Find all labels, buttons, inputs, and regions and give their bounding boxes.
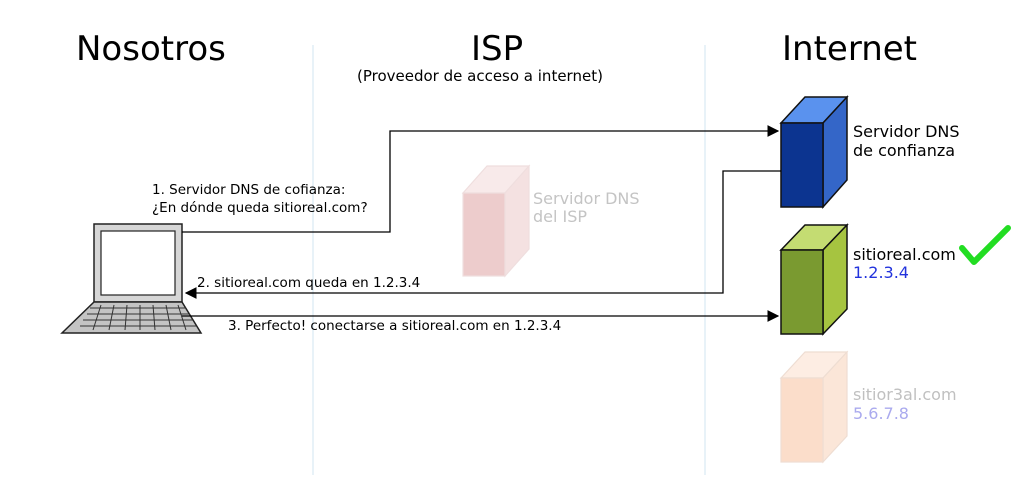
fake-site-name: sitior3al.com: [853, 385, 957, 404]
trusted-dns-label-line2: de confianza: [853, 141, 956, 160]
step3-label: 3. Perfecto! conectarse a sitioreal.com …: [228, 318, 562, 334]
fake-site-ip: 5.6.7.8: [853, 404, 909, 423]
laptop-icon: [60, 223, 203, 334]
isp-dns-label-line1: Servidor DNS: [533, 189, 640, 208]
column-title-internet: Internet: [782, 29, 918, 69]
step1-query-arrow: [182, 125, 780, 233]
trusted-dns-server-icon: [779, 95, 849, 209]
trusted-dns-label-line1: Servidor DNS: [853, 122, 960, 141]
step2-label: 2. sitioreal.com queda en 1.2.3.4: [197, 275, 421, 291]
column-subtitle-isp: (Proveedor de acceso a internet): [357, 67, 603, 85]
real-site-ip: 1.2.3.4: [853, 263, 909, 282]
real-site-name: sitioreal.com: [853, 245, 956, 264]
fake-site-server-icon: [779, 350, 849, 464]
real-site-server-icon: [779, 223, 849, 336]
step1-label-line1: 1. Servidor DNS de cofianza:: [152, 182, 346, 198]
checkmark-icon: [959, 225, 1011, 265]
column-title-isp: ISP: [471, 29, 524, 69]
isp-dns-server-icon: [461, 164, 531, 278]
step2-response-arrow: [184, 170, 781, 299]
step1-label-line2: ¿En dónde queda sitioreal.com?: [152, 200, 368, 216]
isp-dns-label-line2: del ISP: [533, 207, 588, 226]
column-title-nosotros: Nosotros: [76, 29, 226, 69]
